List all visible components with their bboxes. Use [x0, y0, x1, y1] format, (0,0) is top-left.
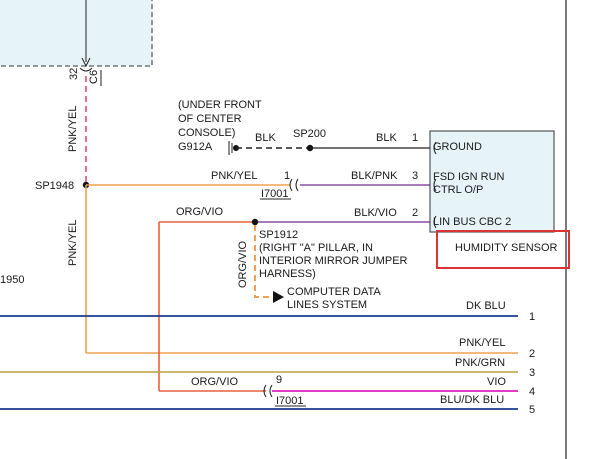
computer-data-line1: COMPUTER DATA [287, 286, 381, 298]
sp200-label: SP200 [293, 128, 326, 140]
i7001-pin1-label: 1 [284, 170, 290, 182]
connector-arrow [81, 57, 91, 68]
dk-blu-label: DK BLU [466, 300, 506, 312]
humidity-sensor-box [429, 130, 555, 233]
right-pin-5: 5 [529, 404, 535, 416]
blk-pnk-label: BLK/PNK [351, 170, 398, 182]
vio-output-label: VIO [487, 376, 506, 388]
i7001-upper-symbol [289, 178, 299, 192]
pnk-grn-label: PNK/GRN [455, 357, 505, 369]
sensor-fsd-label: FSD IGN RUN [433, 171, 505, 183]
right-pin-2: 2 [529, 348, 535, 360]
org-vio-dashed-label: ORG/VIO [237, 240, 249, 288]
sensor-pin2-symbol [433, 215, 437, 229]
connector-id-label: C6 [88, 70, 100, 84]
org-vio-dashed-wire [254, 225, 272, 298]
upper-pnk-yel-label: PNK/YEL [67, 106, 79, 152]
sensor-ctrl-label: CTRL O/P [433, 184, 483, 196]
right-pin-3: 3 [529, 367, 535, 379]
sp1948-label: SP1948 [35, 180, 74, 192]
pnk-yel-wire-label: PNK/YEL [211, 170, 257, 182]
org-vio-lower-label: ORG/VIO [191, 376, 239, 388]
sensor-pin3-symbol [433, 178, 437, 192]
sensor-lin-label: LIN BUS CBC 2 [433, 216, 511, 228]
ground-note-line1: (UNDER FRONT [178, 99, 262, 111]
i7001-pin9-label: 9 [276, 374, 282, 386]
highlight-box [436, 230, 570, 269]
sp1912-label: SP1912 [259, 229, 298, 241]
blk-vio-label: BLK/VIO [354, 207, 397, 219]
sensor-pin1-symbol [433, 141, 437, 155]
sensor-pin3-number: 3 [412, 170, 418, 182]
org-vio-upper-label: ORG/VIO [176, 206, 224, 218]
lower-pnk-yel-label: PNK/YEL [67, 220, 79, 266]
humidity-sensor-title: HUMIDITY SENSOR [455, 242, 558, 254]
sp1912-dot [251, 218, 259, 226]
upper-module-box [0, 0, 153, 67]
left-splice-fragment: 1950 [0, 274, 24, 286]
sensor-ground-label: GROUND [433, 141, 482, 153]
i7001-lower-label: I7001 [276, 395, 304, 407]
connector-pin-label: 32 [68, 68, 80, 80]
pnk-yel-output-label: PNK/YEL [459, 337, 505, 349]
computer-data-arrow-icon [273, 291, 284, 303]
right-pin-1: 1 [529, 311, 535, 323]
right-pin-4: 4 [529, 386, 535, 398]
ground-blk-left-label: BLK [255, 132, 276, 144]
connector-c6-symbol [79, 67, 93, 72]
sensor-pin2-number: 2 [412, 207, 418, 219]
ground-note-line2: OF CENTER [178, 113, 242, 125]
ground-eyelet-label: G912A [178, 141, 213, 153]
sensor-pin1-number: 1 [412, 132, 418, 144]
ground-blk-right-label: BLK [376, 132, 397, 144]
i7001-lower-symbol [263, 384, 273, 398]
i7001-upper-label: I7001 [261, 188, 289, 200]
computer-data-line2: LINES SYSTEM [287, 299, 367, 311]
sp1912-note-line3: HARNESS) [259, 268, 316, 280]
sp1912-note-line2: INTERIOR MIRROR JUMPER [259, 255, 408, 267]
ground-note-line3: CONSOLE) [178, 127, 235, 139]
sp1912-note-line1: (RIGHT "A" PILLAR, IN [259, 242, 373, 254]
blu-dk-blu-label: BLU/DK BLU [440, 394, 504, 406]
